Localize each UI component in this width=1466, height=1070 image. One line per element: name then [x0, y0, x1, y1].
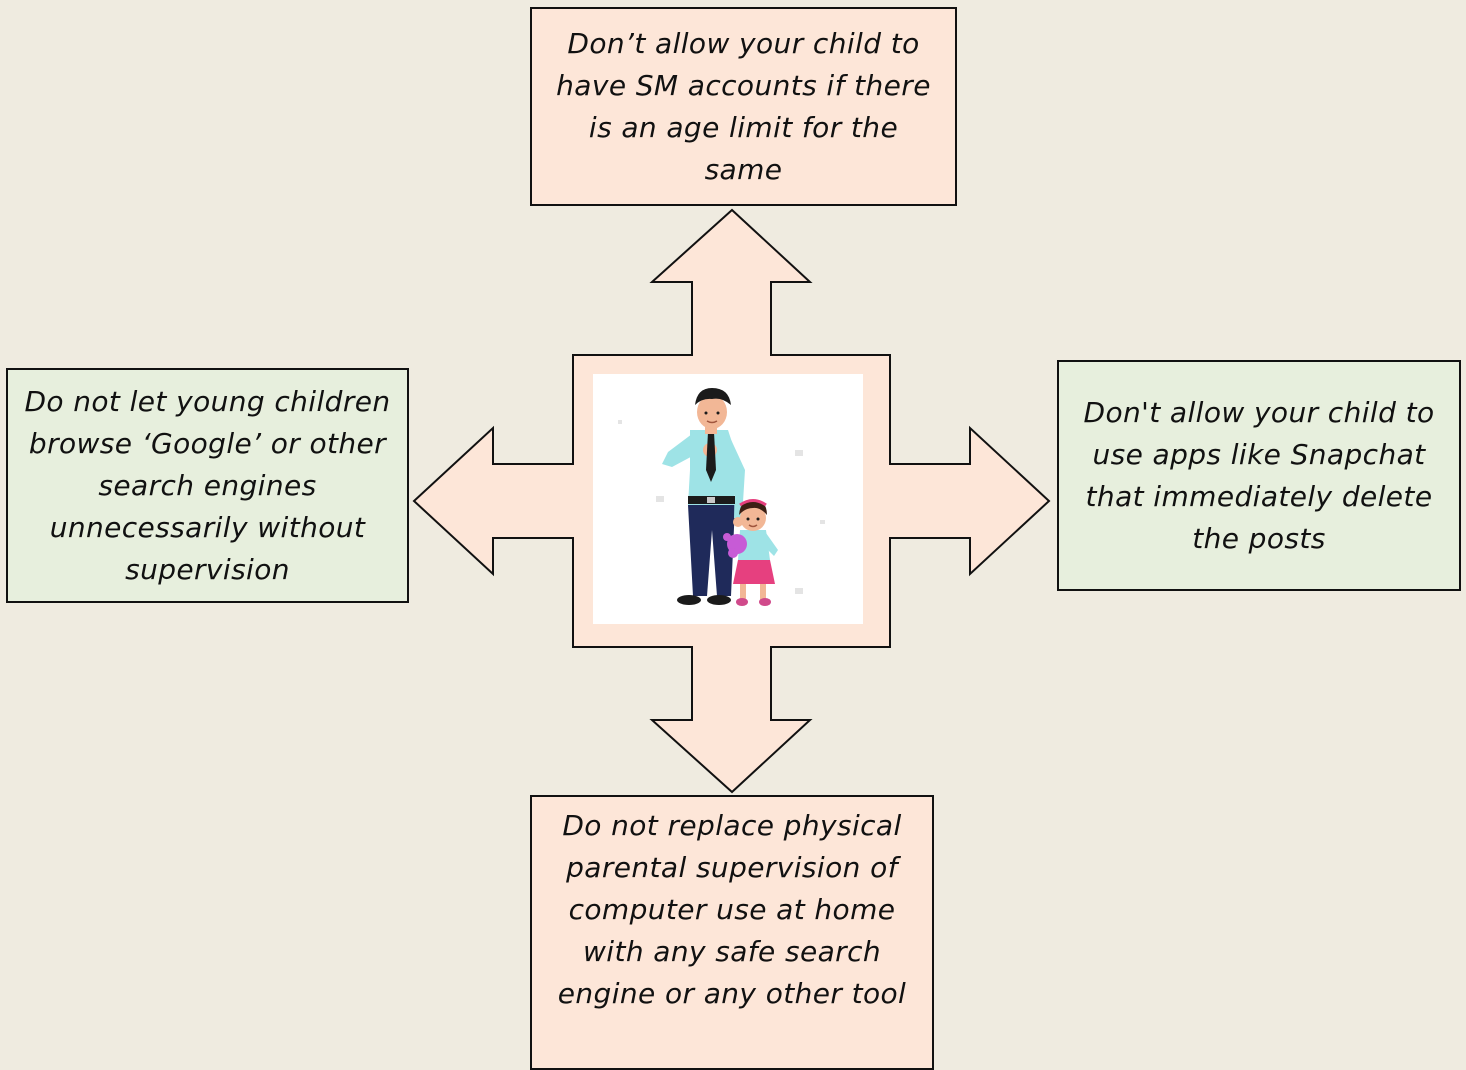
- tip-text-top: Don’t allow your child to have SM accoun…: [556, 26, 931, 186]
- tip-box-left: Do not let young children browse ‘Google…: [6, 368, 409, 603]
- tip-box-bottom: Do not replace physical parental supervi…: [530, 795, 934, 1070]
- tip-box-top: Don’t allow your child to have SM accoun…: [530, 7, 957, 206]
- tip-text-right: Don't allow your child to use apps like …: [1083, 395, 1435, 555]
- tip-text-left: Do not let young children browse ‘Google…: [24, 384, 391, 586]
- tip-text-bottom: Do not replace physical parental supervi…: [557, 809, 907, 1010]
- father-figure: [662, 388, 745, 605]
- daughter-figure: [723, 499, 778, 606]
- parent-child-photo: [593, 374, 863, 624]
- tip-box-right: Don't allow your child to use apps like …: [1057, 360, 1461, 591]
